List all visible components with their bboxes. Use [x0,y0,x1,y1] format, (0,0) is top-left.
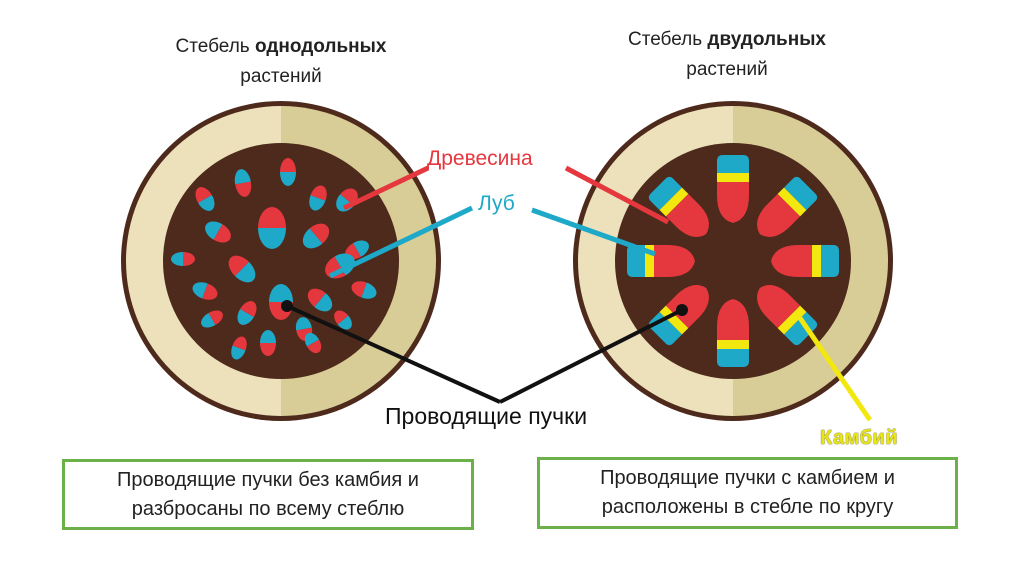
dicot-description-box: Проводящие пучки с камбием и расположены… [537,457,958,529]
cambium-pointer [797,316,873,422]
monocot-description-line1: Проводящие пучки без камбия и [117,468,419,491]
bundles-label: Проводящие пучки [385,403,588,429]
monocot-bundle [280,158,296,186]
dicot-stem [573,101,893,421]
monocot-bundle [258,207,286,249]
monocot-description-box: Проводящие пучки без камбия и разбросаны… [62,459,474,530]
monocot-bundle [232,167,254,199]
dicot-bundle [717,155,749,223]
monocot-title-prefix: Стебель [175,36,255,57]
wood-pointer-left [342,165,430,211]
phloem-label: Луб [478,192,515,215]
dicot-bundle [748,276,820,348]
bundles-pointer-right [499,308,683,404]
dicot-title-bold: двудольных [707,29,826,50]
monocot-title-line2: растений [240,66,322,87]
dicot-title-line2: растений [686,59,768,80]
bundles-pointer-left [286,304,501,404]
pointer-lines [281,165,873,422]
monocot-title: Стебель однодольных растений [111,32,451,92]
dicot-bundle [748,174,820,246]
phloem-pointer-left [328,205,474,279]
bundles-dot-left [281,300,293,312]
cambium-label: Камбий [820,427,899,449]
monocot-bundle [171,252,195,266]
dicot-title: Стебель двудольных растений [557,25,897,85]
dicot-title-prefix: Стебель [627,29,708,50]
phloem-pointer-right [531,207,656,257]
wood-pointer-right [564,165,670,225]
wood-label: Древесина [427,147,533,170]
dicot-bundle [771,245,839,277]
dicot-bundle [646,174,718,246]
dicot-bundle [627,245,695,277]
bundles-dot-right [676,304,688,316]
monocot-bundle [260,330,276,356]
monocot-title-bold: однодольных [254,36,387,57]
dicot-description-line2: расположены в стебле по кругу [601,496,894,518]
dicot-description-line1: Проводящие пучки с камбием и [600,467,895,489]
monocot-bundle [269,284,293,320]
monocot-stem [121,101,441,421]
dicot-bundle [717,299,749,367]
monocot-description-line2: разбросаны по всему стеблю [131,497,405,520]
